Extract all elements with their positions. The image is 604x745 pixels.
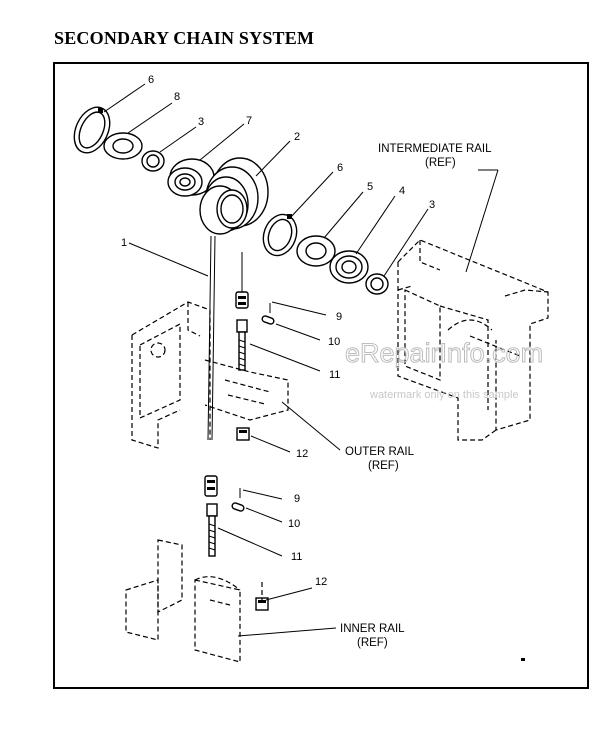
retaining-ring-left	[141, 150, 165, 172]
chain	[207, 235, 216, 441]
leader-lines-middle	[249, 301, 341, 453]
callout-9b: 9	[294, 493, 300, 505]
outer-rail-label: OUTER RAIL	[345, 446, 415, 458]
callout-2: 2	[294, 131, 300, 143]
callout-4: 4	[399, 185, 405, 197]
callout-10b: 10	[288, 518, 300, 530]
corner-mark	[521, 658, 525, 661]
thrust-washer-right	[296, 235, 336, 267]
retaining-ring-right	[365, 273, 389, 295]
thrust-washer-left	[103, 132, 143, 160]
callout-6a: 6	[148, 74, 154, 86]
leader-lines-lower	[217, 489, 337, 637]
page-title: SECONDARY CHAIN SYSTEM	[54, 28, 315, 48]
callout-7: 7	[246, 115, 252, 127]
inner-rail-ref: (REF)	[357, 637, 388, 649]
callout-10a: 10	[328, 336, 340, 348]
anchor-bolt-lower	[206, 503, 218, 557]
anchor-pin-lower	[231, 488, 245, 512]
callout-5: 5	[367, 181, 373, 193]
watermark-site: eRepairInfo.com	[345, 338, 543, 368]
snap-ring-left	[73, 106, 111, 154]
bearing-right	[329, 250, 369, 284]
watermark-note: watermark only on this sample	[369, 389, 519, 401]
chain-anchor-upper	[235, 252, 249, 309]
anchor-bolt-upper	[236, 319, 248, 371]
callout-9a: 9	[336, 311, 342, 323]
inner-rail	[125, 539, 263, 663]
callout-3b: 3	[429, 199, 435, 211]
anchor-nut-upper	[236, 427, 250, 441]
snap-ring-right	[262, 213, 298, 257]
intermediate-rail-leader	[465, 169, 499, 273]
leader-lines-top	[103, 83, 429, 277]
diagram-frame	[53, 62, 589, 689]
callout-11b: 11	[291, 551, 302, 563]
outer-rail-ref: (REF)	[368, 460, 399, 472]
outer-rail	[131, 301, 289, 449]
callout-11a: 11	[329, 369, 340, 381]
chain-anchor-lower	[204, 475, 218, 497]
callout-8: 8	[174, 91, 180, 103]
anchor-pin-upper	[261, 303, 275, 325]
intermediate-rail-ref: (REF)	[425, 157, 456, 169]
callout-12b: 12	[315, 576, 327, 588]
inner-rail-label: INNER RAIL	[340, 623, 405, 635]
intermediate-rail-label: INTERMEDIATE RAIL	[378, 143, 492, 155]
callout-1: 1	[121, 237, 127, 249]
callout-6b: 6	[337, 162, 343, 174]
chain-sheave	[199, 157, 269, 235]
callout-3a: 3	[198, 116, 204, 128]
callout-12a: 12	[296, 448, 308, 460]
intermediate-rail	[397, 239, 549, 441]
